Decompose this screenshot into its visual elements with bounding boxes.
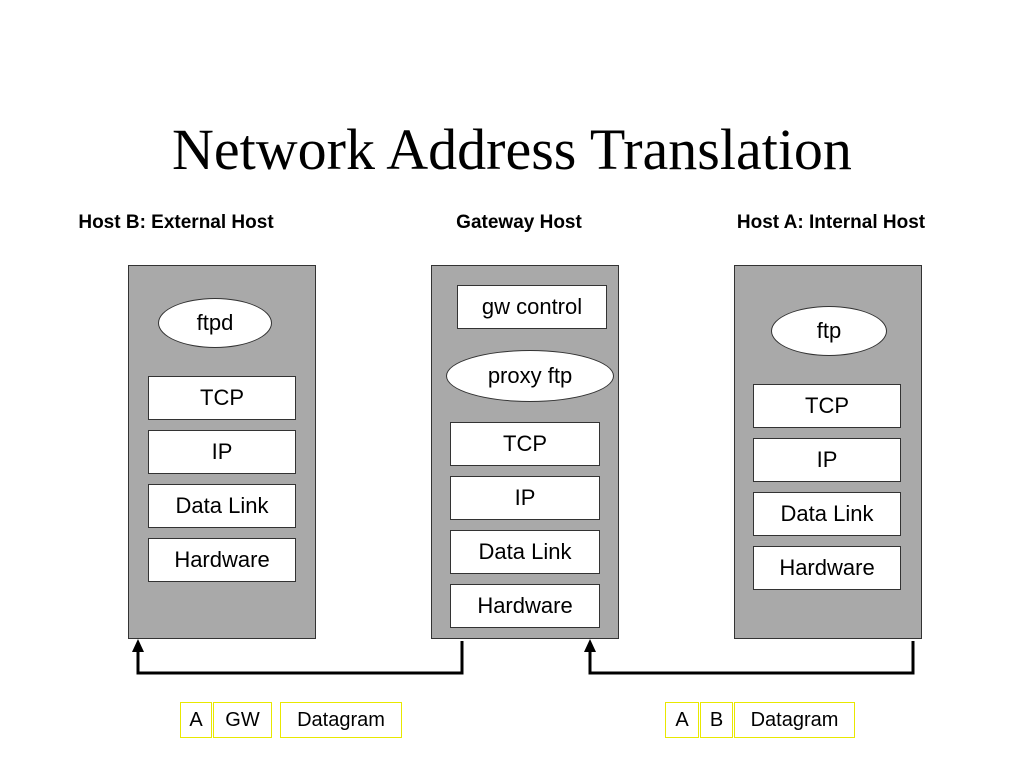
host-a-datalink-layer: Data Link: [753, 492, 901, 536]
packet-left-payload: Datagram: [280, 702, 402, 738]
packet-right-payload: Datagram: [734, 702, 855, 738]
gateway-ip-layer: IP: [450, 476, 600, 520]
gateway-label: Gateway Host: [456, 212, 582, 233]
packet-left-dst: GW: [213, 702, 272, 738]
host-a-ip-layer: IP: [753, 438, 901, 482]
gateway-tcp-layer: TCP: [450, 422, 600, 466]
host-b-box: ftpd TCP IP Data Link Hardware: [128, 265, 316, 639]
packet-right-src: A: [665, 702, 699, 738]
gateway-hardware-layer: Hardware: [450, 584, 600, 628]
host-b-hardware-layer: Hardware: [148, 538, 296, 582]
arrow-up-icon: [584, 639, 596, 652]
slide-title: Network Address Translation: [172, 117, 852, 182]
ftpd-process: ftpd: [158, 298, 272, 348]
ftp-process: ftp: [771, 306, 887, 356]
host-b-ip-layer: IP: [148, 430, 296, 474]
host-b-label: Host B: External Host: [78, 212, 274, 233]
packet-left-src: A: [180, 702, 212, 738]
gateway-to-host-b-link: [136, 641, 464, 675]
host-a-tcp-layer: TCP: [753, 384, 901, 428]
host-b-tcp-layer: TCP: [148, 376, 296, 420]
proxy-ftp-process: proxy ftp: [446, 350, 614, 402]
arrow-up-icon: [132, 639, 144, 652]
gateway-datalink-layer: Data Link: [450, 530, 600, 574]
host-a-label: Host A: Internal Host: [736, 212, 926, 233]
gateway-box: gw control proxy ftp TCP IP Data Link Ha…: [431, 265, 619, 639]
gw-control-module: gw control: [457, 285, 607, 329]
packet-right-dst: B: [700, 702, 733, 738]
host-a-box: ftp TCP IP Data Link Hardware: [734, 265, 922, 639]
host-a-to-gateway-link: [588, 641, 915, 675]
host-a-hardware-layer: Hardware: [753, 546, 901, 590]
host-b-datalink-layer: Data Link: [148, 484, 296, 528]
